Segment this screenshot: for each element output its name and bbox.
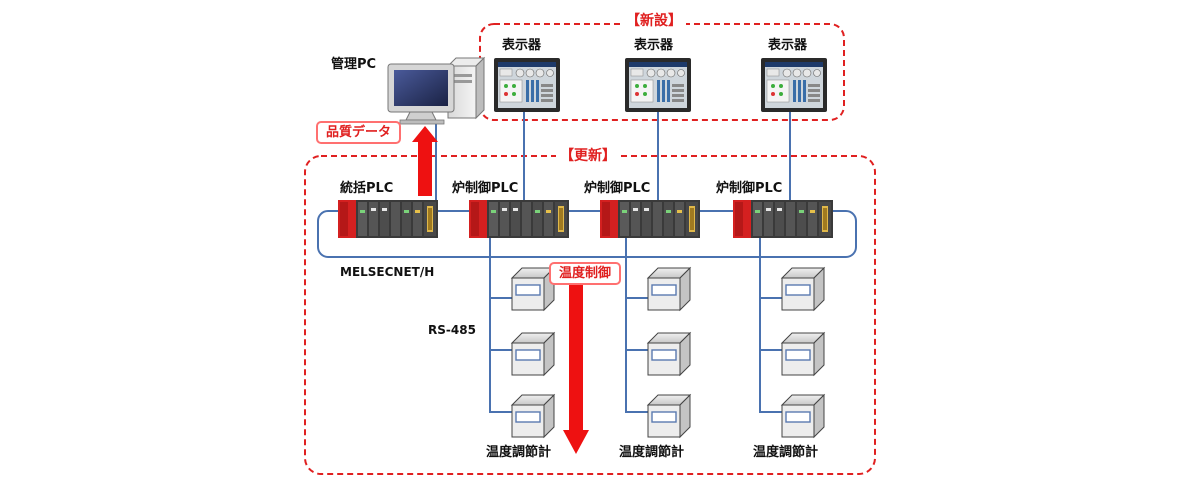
display-1-label: 表示器 (502, 38, 542, 53)
display-2-label: 表示器 (634, 38, 674, 53)
temp-controller-3-1-icon (781, 267, 825, 311)
furnace-plc-3-label: 炉制御PLC (716, 181, 783, 196)
display-1-icon (493, 57, 561, 113)
update-group-label: 【更新】 (556, 149, 620, 163)
melsecnet-loop (317, 210, 857, 258)
master-plc-label: 統括PLC (340, 181, 394, 196)
temp-controller-3-label: 温度調節計 (753, 445, 819, 460)
master-plc-icon (338, 200, 438, 238)
temp-controller-1-label: 温度調節計 (486, 445, 552, 460)
display-3-label: 表示器 (768, 38, 808, 53)
display-2-icon (624, 57, 692, 113)
quality-data-arrow (412, 126, 438, 196)
new-group-label: 【新設】 (622, 14, 686, 28)
management-pc-icon (387, 56, 486, 125)
temp-controller-2-1-icon (647, 267, 691, 311)
temp-controller-2-3-icon (647, 394, 691, 438)
temp-controller-1-3-icon (511, 394, 555, 438)
quality-data-label: 品質データ (316, 121, 402, 144)
new-equipment-frame (479, 23, 845, 121)
rs485-label: RS-485 (428, 323, 476, 337)
management-pc-label: 管理PC (331, 57, 377, 72)
temperature-control-label: 温度制御 (549, 262, 622, 285)
temp-controller-3-2-icon (781, 332, 825, 376)
temp-controller-1-2-icon (511, 332, 555, 376)
furnace-plc-3-icon (733, 200, 833, 238)
furnace-plc-1-icon (469, 200, 569, 238)
temp-controller-3-3-icon (781, 394, 825, 438)
updated-equipment-frame (304, 155, 876, 475)
furnace-plc-1-label: 炉制御PLC (452, 181, 519, 196)
network-label: MELSECNET/H (340, 265, 435, 279)
display-plc-links (435, 112, 791, 200)
furnace-plc-2-label: 炉制御PLC (584, 181, 651, 196)
furnace-plc-2-icon (600, 200, 700, 238)
temperature-control-arrow (563, 284, 589, 454)
rs485-chains (489, 238, 782, 413)
temp-controller-2-label: 温度調節計 (619, 445, 685, 460)
temp-controller-1-1-icon (511, 267, 555, 311)
temp-controller-2-2-icon (647, 332, 691, 376)
display-3-icon (760, 57, 828, 113)
